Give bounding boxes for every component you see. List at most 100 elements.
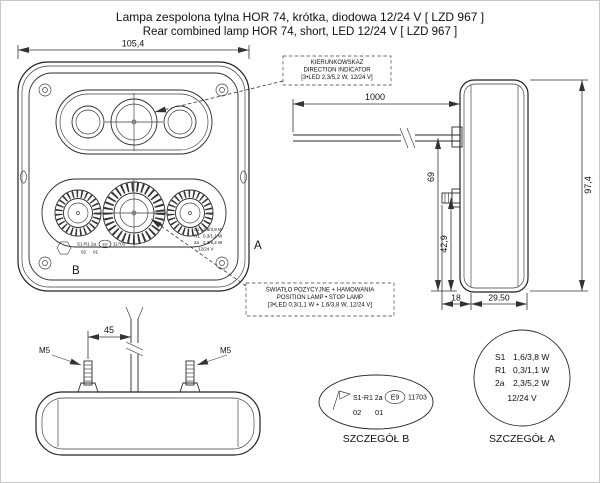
callout-direction-en: DIRECTION INDICATOR xyxy=(303,68,371,74)
detail-b-num-right: 01 xyxy=(375,408,383,417)
detail-a-pointer-label: A xyxy=(254,240,262,252)
arrow-mark xyxy=(332,390,340,411)
face-spec-code-3: 2a xyxy=(194,240,200,245)
detail-a-label: SZCZEGÓŁ A xyxy=(489,432,555,445)
bottom-body xyxy=(35,391,261,456)
dim-width-text: 105,4 xyxy=(122,39,145,49)
dim-97-4-text: 97,4 xyxy=(583,176,593,194)
m5-label-left: M5 xyxy=(39,346,82,366)
face-e-mark: E9 xyxy=(103,242,109,247)
face-e-number: 11703 xyxy=(113,242,126,247)
callout-position-stop-lamp: ŚWIATŁO POZYCYJNE + HAMOWANIA POSITION L… xyxy=(150,218,395,317)
position-stop-section xyxy=(41,178,227,248)
dim-body-depth: 29,50 xyxy=(471,293,528,310)
callout-box xyxy=(245,282,395,317)
face-spec-value-1: 1,6/3,8 W xyxy=(203,227,223,232)
m5-left-text: M5 xyxy=(39,346,51,355)
wire-tip xyxy=(137,306,144,320)
dim-69-text: 69 xyxy=(426,172,436,182)
bottom-left-light xyxy=(54,189,102,237)
bottom-center-light xyxy=(101,179,167,247)
callout-direction-spec: [3•LED 2,3/5,2 W, 12/24 V] xyxy=(301,75,373,81)
dim-18-text: 18 xyxy=(451,293,461,303)
e-mark-oval xyxy=(384,390,406,404)
leader-line xyxy=(51,354,82,366)
direction-indicator-section xyxy=(55,89,213,155)
break-mark xyxy=(125,341,144,351)
bolt-nut xyxy=(179,382,201,393)
e-mark-oval xyxy=(98,239,112,249)
break-mark xyxy=(125,347,144,357)
lamp-outer-housing xyxy=(17,61,250,292)
detail-a-value-2: 0,3/1,1 W xyxy=(513,365,549,375)
front-view: S1-R1 2a E9 11703 02 01 S1 1,6/3,8 W R1 … xyxy=(17,39,262,292)
detail-b-num-left: 02 xyxy=(353,408,361,417)
title-line-en: Rear combined lamp HOR 74, short, LED 12… xyxy=(143,26,457,38)
detail-a-code-2: R1 xyxy=(495,365,506,375)
mounting-bolt-right xyxy=(179,360,201,393)
side-body-inner xyxy=(463,83,525,289)
bottom-view: 45 M5 M5 xyxy=(35,306,261,456)
dim-29-50-text: 29,50 xyxy=(488,293,510,303)
leader-line xyxy=(196,354,228,366)
corner-screws xyxy=(20,83,247,270)
break-mark xyxy=(399,127,409,149)
detail-a-code-1: S1 xyxy=(495,352,506,362)
bottom-cable xyxy=(125,306,144,392)
callout-position-en: POSITION LAMP • STOP LAMP xyxy=(277,295,363,301)
face-approval-markings: S1-R1 2a E9 11703 02 01 xyxy=(56,239,126,255)
callout-direction-indicator: KIERUNKOWSKAZ DIRECTION INDICATOR [3•LED… xyxy=(154,55,392,113)
top-center-light xyxy=(105,93,163,151)
title-line-pl: Lampa zespolona tylna HOR 74, krótka, di… xyxy=(116,10,484,24)
face-spec-value-2: 0,3/1,1 W xyxy=(203,234,223,239)
m5-right-text: M5 xyxy=(220,346,232,355)
face-spec-code-1: S1 xyxy=(194,227,200,232)
detail-a-bubble xyxy=(473,329,571,427)
detail-b-e-number: 11703 xyxy=(408,395,427,402)
bottom-right-light xyxy=(166,189,214,237)
arrow-mark-flag xyxy=(338,390,351,400)
detail-b: S1-R1 2a E9 11703 02 01 SZCZEGÓŁ B xyxy=(318,374,434,445)
dim-overall-width: 105,4 xyxy=(17,39,250,59)
top-left-light xyxy=(71,105,105,139)
dim-cable-length-text: 1000 xyxy=(365,92,385,102)
stud-collar xyxy=(451,188,461,208)
title-block: Lampa zespolona tylna HOR 74, krótka, di… xyxy=(116,10,484,38)
detail-b-label: SZCZEGÓŁ B xyxy=(343,432,410,445)
dim-bolt-offset: 45 xyxy=(87,325,131,359)
callout-position-pl: ŚWIATŁO POZYCYJNE + HAMOWANIA xyxy=(266,286,375,294)
detail-b-pointer-label: B xyxy=(72,265,80,277)
dim-total-height: 97,4 xyxy=(530,79,593,292)
face-spec-voltage: 12/24 V xyxy=(198,247,214,252)
callout-box xyxy=(282,55,392,86)
mounting-bolt-left xyxy=(77,360,99,393)
leader-line xyxy=(150,218,247,287)
face-spec-value-3: 2,3/5,2 W xyxy=(203,240,223,245)
break-mark xyxy=(406,127,416,149)
callout-direction-pl: KIERUNKOWSKAZ xyxy=(311,60,364,66)
lamp-housing-wall xyxy=(21,65,246,288)
dim-45-text: 45 xyxy=(104,325,114,335)
bolt-nut xyxy=(77,382,99,393)
side-view: 1000 69 42,9 97,4 18 xyxy=(292,79,593,310)
top-right-light xyxy=(163,105,197,139)
dim-lens-depth: 18 xyxy=(441,205,472,310)
detail-b-codes: S1-R1 2a xyxy=(353,395,383,402)
wire-tip xyxy=(125,306,132,320)
dim-cable-length: 1000 xyxy=(292,92,460,132)
dim-wire-to-bottom: 69 xyxy=(426,138,457,292)
side-body xyxy=(459,79,529,293)
detail-a-voltage: 12/24 V xyxy=(507,393,537,403)
detail-a: S1 1,6/3,8 W R1 0,3/1,1 W 2a 2,3/5,2 W 1… xyxy=(473,329,571,445)
bottom-body-inner xyxy=(41,397,255,450)
face-spec-code-2: R1 xyxy=(194,234,200,239)
face-num-right: 01 xyxy=(93,250,99,255)
cable-grommet xyxy=(451,126,463,148)
detail-a-code-3: 2a xyxy=(495,378,505,388)
lamp-face xyxy=(28,72,239,281)
cable xyxy=(293,126,463,149)
face-codes-text: S1-R1 2a xyxy=(77,242,97,247)
detail-b-bubble xyxy=(318,374,434,430)
